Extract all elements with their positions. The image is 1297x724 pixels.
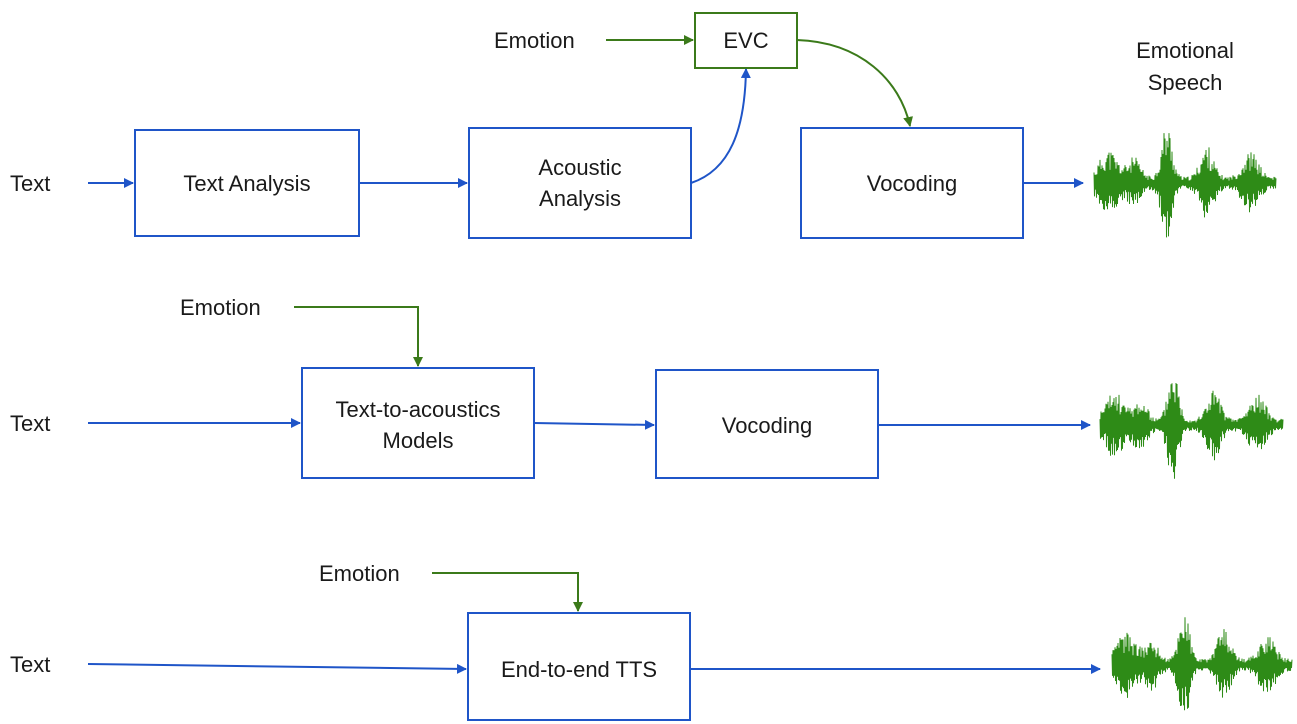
row3-text-to-tts-arrow <box>87 663 467 674</box>
evc-label: EVC <box>723 28 768 53</box>
evc-to-vocoding-arrow <box>796 39 913 127</box>
models-to-vocoding-arrow <box>533 419 655 430</box>
emotional-speech-label-line1: Emotional <box>1136 38 1234 63</box>
row1-text-input-label: Text <box>10 171 50 196</box>
row3-emotion-label: Emotion <box>319 561 400 586</box>
row2-vocoding-label: Vocoding <box>722 413 813 438</box>
acoustic-analysis-box <box>468 127 692 239</box>
row1-speech-waveform <box>1093 133 1277 238</box>
text-to-acoustics-box <box>301 367 535 479</box>
text-to-acoustics-label-line1: Text-to-acoustics <box>335 397 500 422</box>
end-to-end-tts-box <box>467 612 691 721</box>
row2-speech-waveform <box>1099 382 1284 479</box>
row-3-pipeline: Text Emotion End-to-end TTS <box>10 561 1293 721</box>
row3-text-input-label: Text <box>10 652 50 677</box>
text-to-acoustics-label-line2: Models <box>383 428 454 453</box>
end-to-end-tts-label: End-to-end TTS <box>501 657 657 682</box>
acoustic-analysis-label-line2: Analysis <box>539 186 621 211</box>
row3-emotion-arrow <box>432 572 583 612</box>
row3-speech-waveform <box>1111 617 1293 711</box>
row2-emotion-label: Emotion <box>180 295 261 320</box>
row-1-pipeline: Text Text Analysis Acoustic Analysis Emo… <box>10 12 1277 239</box>
row2-text-input-label: Text <box>10 411 50 436</box>
row1-emotion-label: Emotion <box>494 28 575 53</box>
row-2-pipeline: Text Emotion Text-to-acoustics Models Vo… <box>10 295 1284 479</box>
row1-vocoding-label: Vocoding <box>867 171 958 196</box>
emotional-speech-label-line2: Speech <box>1148 70 1223 95</box>
acoustic-analysis-label-line1: Acoustic <box>538 155 621 180</box>
text-analysis-label: Text Analysis <box>183 171 310 196</box>
row2-emotion-arrow <box>294 306 423 367</box>
acoustic-to-evc-arrow <box>690 68 751 184</box>
